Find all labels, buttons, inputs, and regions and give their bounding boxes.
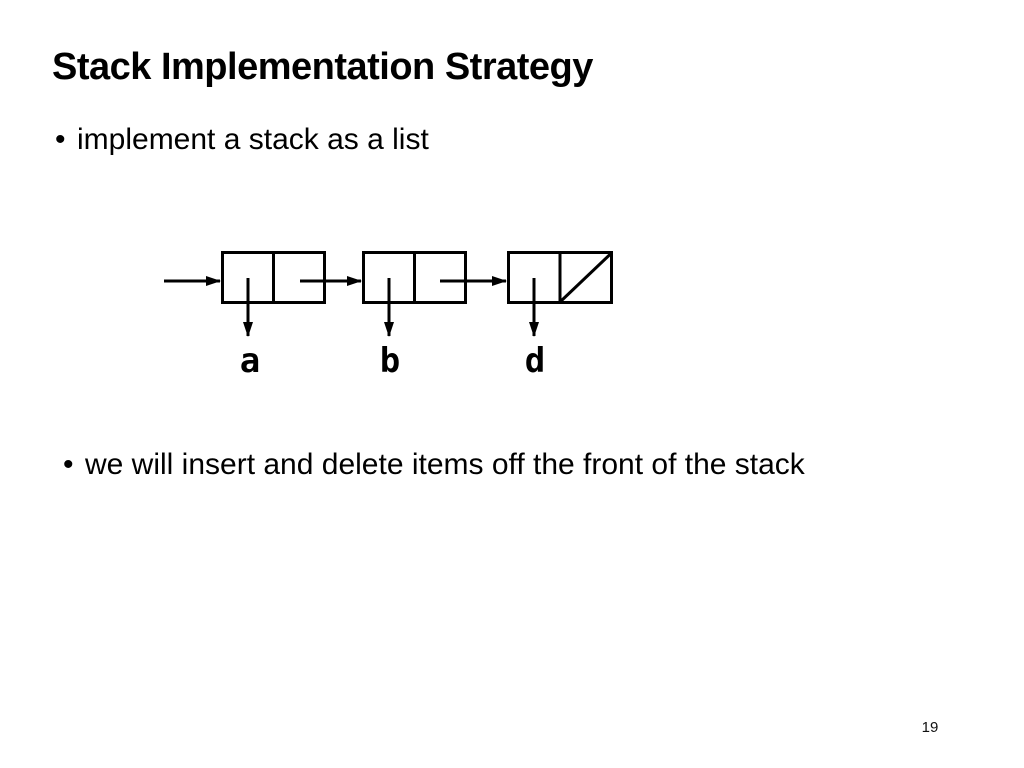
bullet-text: implement a stack as a list: [77, 123, 429, 156]
node-label: d: [525, 341, 545, 381]
slide-title: Stack Implementation Strategy: [52, 46, 593, 88]
node-label: a: [240, 341, 260, 381]
bullet-icon: •: [55, 123, 66, 156]
node-box: [221, 251, 326, 304]
bullet-item: • we will insert and delete items off th…: [63, 447, 805, 483]
bullet-icon: •: [63, 448, 74, 481]
list-node: a: [221, 251, 362, 381]
node-box: [507, 251, 613, 304]
node-box: [362, 251, 467, 304]
bullet-item: • implement a stack as a list: [55, 122, 429, 158]
list-node: d: [507, 251, 613, 381]
page-number: 19: [921, 719, 939, 736]
bullet-text: we will insert and delete items off the …: [85, 448, 805, 481]
list-node: b: [362, 251, 507, 381]
null-pointer-slash: [558, 251, 613, 304]
node-label: b: [380, 341, 400, 381]
